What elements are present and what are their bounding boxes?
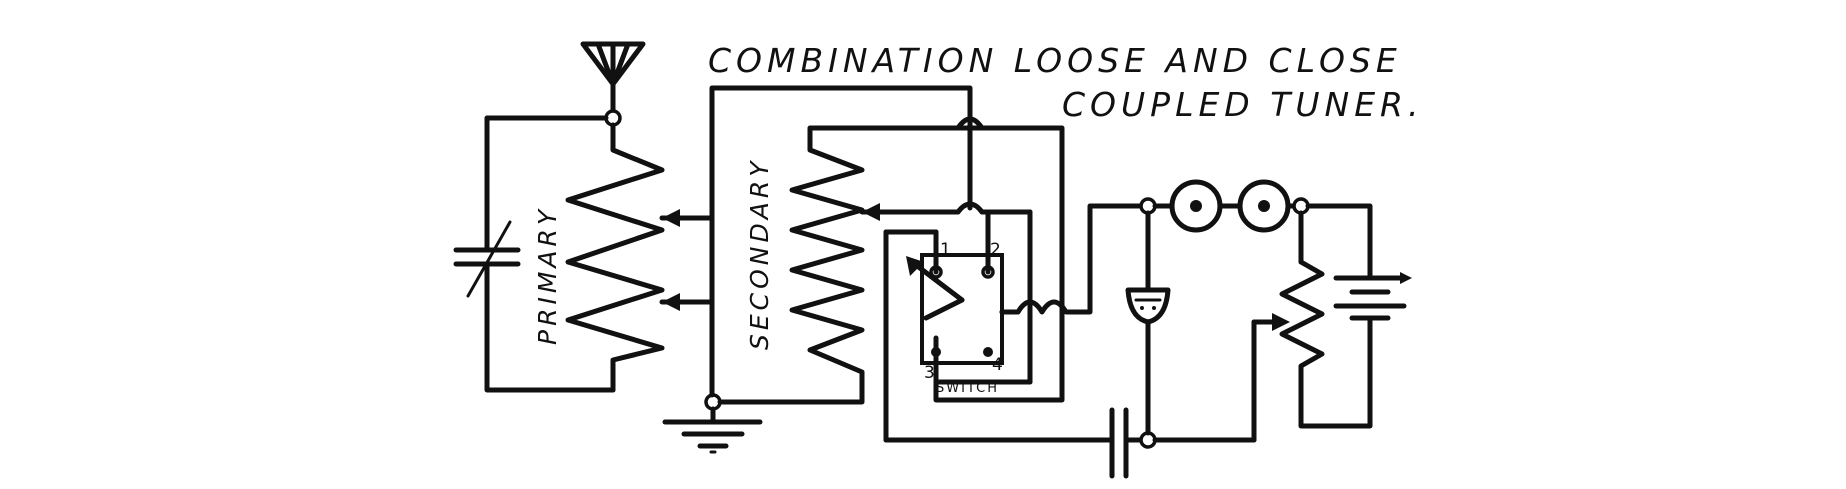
primary-tap-lower — [659, 293, 715, 311]
coupling-top-wire — [709, 85, 973, 221]
headphone-left-icon — [1169, 179, 1223, 233]
variable-condenser-icon — [453, 220, 521, 298]
primary-coil-icon — [565, 122, 665, 375]
antenna-icon — [580, 41, 646, 121]
primary-left-wire-top — [484, 115, 609, 239]
primary-tap-upper — [659, 209, 715, 227]
switch-terminal-1: 1 — [940, 240, 951, 260]
switch-terminal-3: 3 — [924, 363, 935, 383]
switch-terminal-2: 2 — [990, 240, 1001, 260]
fixed-condenser-icon — [1109, 407, 1129, 479]
headphone-right-icon — [1237, 179, 1291, 233]
ground-icon — [662, 406, 763, 454]
primary-coil-label: PRIMARY — [533, 206, 562, 345]
battery-icon — [1333, 272, 1412, 323]
title-line-1: COMBINATION LOOSE AND CLOSE — [708, 41, 1402, 80]
title-line-2: COUPLED TUNER. — [1062, 85, 1423, 124]
secondary-coil-icon — [789, 125, 1065, 403]
switch-terminal-4: 4 — [992, 355, 1003, 375]
secondary-ground-wire — [717, 387, 865, 405]
battery-top-wire — [1305, 203, 1373, 279]
detector-icon — [1125, 287, 1171, 325]
switch-blade-icon — [906, 256, 965, 321]
switch-output-wire — [999, 203, 1151, 315]
switch-label: SWITCH — [936, 381, 999, 396]
potentiometer-slider[interactable] — [1251, 313, 1290, 443]
potentiometer-icon — [1279, 259, 1373, 429]
secondary-coil-label: SECONDARY — [745, 158, 774, 351]
